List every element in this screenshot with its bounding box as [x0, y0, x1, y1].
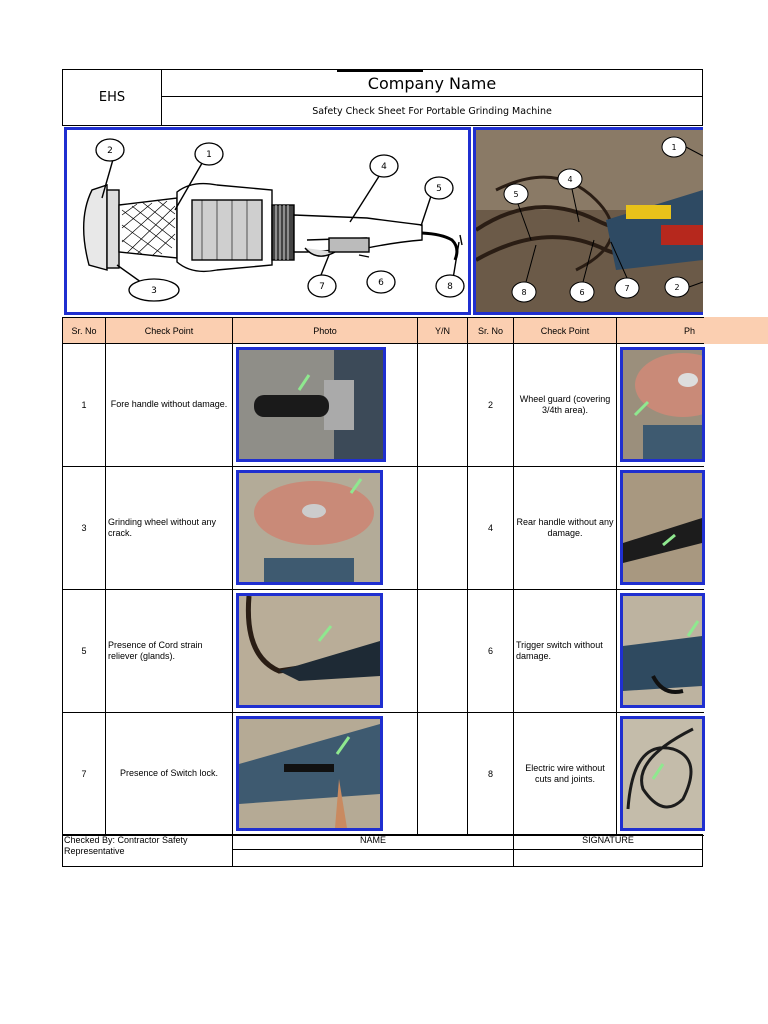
company-name-text: Company Name	[367, 73, 497, 93]
col-sr-no-2: Sr. No	[467, 317, 514, 344]
photo-cell	[232, 712, 418, 836]
grinder-drawing: 1 2 3 4 5 6 7 8	[82, 138, 465, 302]
sr-no: 7	[62, 712, 106, 836]
diagram-label-8: 8	[447, 282, 453, 292]
company-name: Company Name	[162, 70, 702, 97]
col-yn: Y/N	[417, 317, 468, 344]
yn-cell[interactable]	[417, 466, 468, 590]
title-overline	[337, 70, 423, 72]
sheet-header: EHS Company Name Safety Check Sheet For …	[62, 69, 703, 126]
check-point: Presence of Cord strain reliever (glands…	[105, 589, 233, 713]
col-photo-2: Ph	[616, 317, 704, 344]
check-point: Grinding wheel without any crack.	[105, 466, 233, 590]
sr-no: 8	[467, 712, 514, 836]
photo-cell	[232, 589, 418, 713]
photo-label-5: 5	[513, 190, 518, 199]
check-point: Trigger switch without damage.	[513, 589, 617, 713]
wheel-guard-photo	[620, 347, 705, 462]
photo-cell	[616, 343, 705, 467]
yn-cell[interactable]	[417, 712, 468, 836]
photo-cell	[232, 466, 418, 590]
sr-no: 4	[467, 466, 514, 590]
col-check-point: Check Point	[105, 317, 233, 344]
table-row: 7 Presence of Switch lock. 8 Electric wi…	[62, 712, 705, 836]
diagram-label-1: 1	[206, 150, 212, 160]
switch-lock-photo	[236, 716, 383, 831]
grinder-photo-image: 1 2 4 5 6 7 8	[476, 130, 703, 312]
fore-handle-photo	[236, 347, 386, 462]
photo-cell	[616, 589, 705, 713]
grinding-wheel-photo	[236, 470, 383, 585]
photo-label-2: 2	[674, 283, 679, 292]
name-field[interactable]	[232, 849, 514, 867]
check-point: Rear handle without any damage.	[513, 466, 617, 590]
check-point: Wheel guard (covering 3/4th area).	[513, 343, 617, 467]
sheet-subtitle: Safety Check Sheet For Portable Grinding…	[312, 105, 552, 117]
table-row: 5 Presence of Cord strain reliever (glan…	[62, 589, 705, 713]
check-point: Fore handle without damage.	[105, 343, 233, 467]
check-point: Electric wire without cuts and joints.	[513, 712, 617, 836]
table-header-row: Sr. No Check Point Photo Y/N Sr. No Chec…	[62, 317, 704, 344]
photo-cell	[232, 343, 418, 467]
check-point: Presence of Switch lock.	[105, 712, 233, 836]
photo-label-8: 8	[521, 288, 526, 297]
checkpoint-table: Sr. No Check Point Photo Y/N Sr. No Chec…	[62, 317, 705, 836]
name-label: NAME	[232, 834, 514, 850]
ehs-label: EHS	[63, 70, 162, 125]
rear-handle-photo	[620, 470, 705, 585]
header-row-extension	[703, 317, 768, 344]
photo-label-7: 7	[624, 284, 629, 293]
grinder-diagram: 1 2 3 4 5 6 7 8	[64, 127, 471, 315]
diagram-label-2: 2	[107, 146, 113, 156]
col-check-point-2: Check Point	[513, 317, 617, 344]
yn-cell[interactable]	[417, 343, 468, 467]
checked-by-label: Checked By: Contractor Safety Representa…	[62, 834, 233, 867]
sr-no: 5	[62, 589, 106, 713]
sheet-footer: Checked By: Contractor Safety Representa…	[62, 834, 703, 867]
col-photo: Photo	[232, 317, 418, 344]
sr-no: 1	[62, 343, 106, 467]
table-row: 3 Grinding wheel without any crack. 4 Re…	[62, 466, 705, 590]
photo-label-4: 4	[567, 175, 572, 184]
photo-label-6: 6	[579, 288, 584, 297]
photo-label-1: 1	[671, 143, 676, 152]
diagram-label-6: 6	[378, 278, 384, 288]
signature-label: SIGNATURE	[513, 834, 703, 850]
col-sr-no: Sr. No	[62, 317, 106, 344]
table-row: 1 Fore handle without damage. 2 Wheel gu…	[62, 343, 705, 467]
photo-cell	[616, 466, 705, 590]
diagram-label-4: 4	[381, 162, 387, 172]
sr-no: 2	[467, 343, 514, 467]
grinder-photo: 1 2 4 5 6 7 8	[473, 127, 703, 315]
trigger-switch-photo	[620, 593, 705, 708]
sr-no: 6	[467, 589, 514, 713]
diagram-label-7: 7	[319, 282, 325, 292]
photo-cell	[616, 712, 705, 836]
sr-no: 3	[62, 466, 106, 590]
diagram-label-3: 3	[151, 286, 157, 296]
yn-cell[interactable]	[417, 589, 468, 713]
electric-wire-photo	[620, 716, 705, 831]
cord-strain-reliever-photo	[236, 593, 383, 708]
signature-field[interactable]	[513, 849, 703, 867]
diagram-label-5: 5	[436, 184, 442, 194]
